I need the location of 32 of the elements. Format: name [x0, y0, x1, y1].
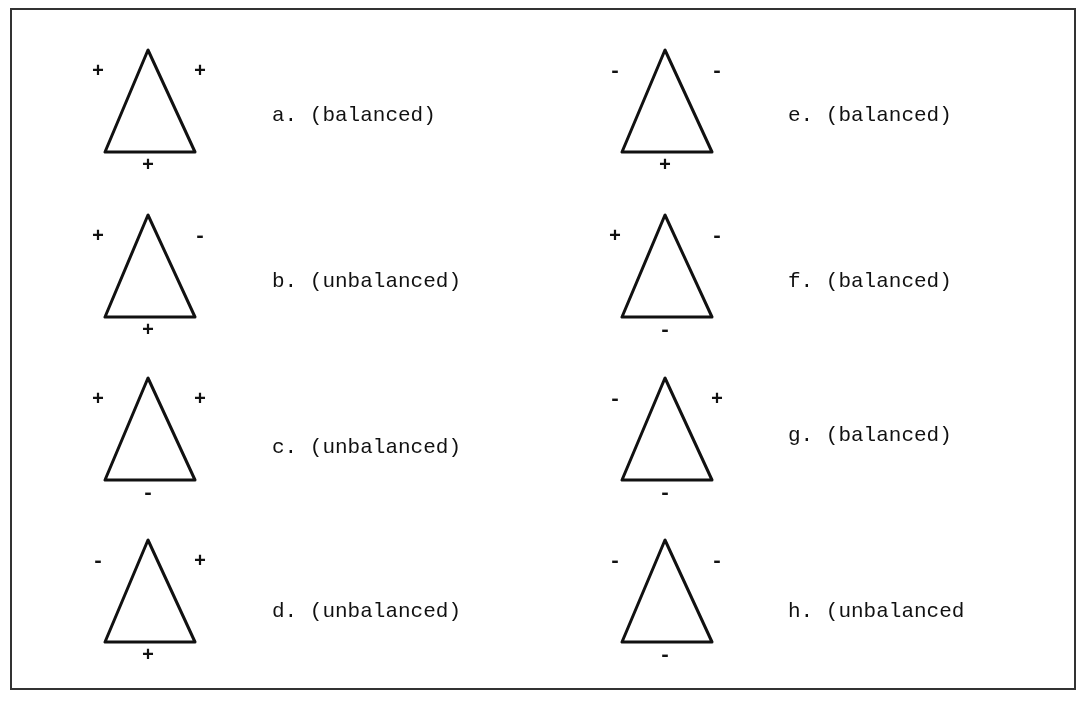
- sign-label: +: [142, 156, 154, 176]
- caption-label: d. (unbalanced): [272, 600, 462, 623]
- sign-label: -: [609, 390, 621, 410]
- sign-label: -: [711, 552, 723, 572]
- sign-label: +: [142, 646, 154, 666]
- sign-label: -: [92, 552, 104, 572]
- sign-label: +: [92, 227, 104, 247]
- sign-label: -: [659, 484, 671, 504]
- sign-label: +: [142, 321, 154, 341]
- caption-label: g. (balanced): [788, 424, 952, 447]
- caption-label: e. (balanced): [788, 104, 952, 127]
- sign-label: -: [659, 646, 671, 666]
- sign-label: -: [194, 227, 206, 247]
- caption-label: f. (balanced): [788, 270, 952, 293]
- caption-label: b. (unbalanced): [272, 270, 462, 293]
- sign-label: +: [92, 390, 104, 410]
- sign-label: +: [194, 390, 206, 410]
- sign-label: -: [609, 62, 621, 82]
- caption-label: h. (unbalanced: [788, 600, 965, 623]
- sign-label: +: [609, 227, 621, 247]
- caption-label: a. (balanced): [272, 104, 436, 127]
- sign-label: +: [659, 156, 671, 176]
- sign-label: -: [711, 227, 723, 247]
- caption-label: c. (unbalanced): [272, 436, 462, 459]
- sign-label: +: [711, 390, 723, 410]
- sign-label: -: [659, 321, 671, 341]
- sign-label: +: [92, 62, 104, 82]
- sign-label: -: [142, 484, 154, 504]
- sign-label: -: [609, 552, 621, 572]
- sign-label: +: [194, 62, 206, 82]
- sign-label: -: [711, 62, 723, 82]
- sign-label: +: [194, 552, 206, 572]
